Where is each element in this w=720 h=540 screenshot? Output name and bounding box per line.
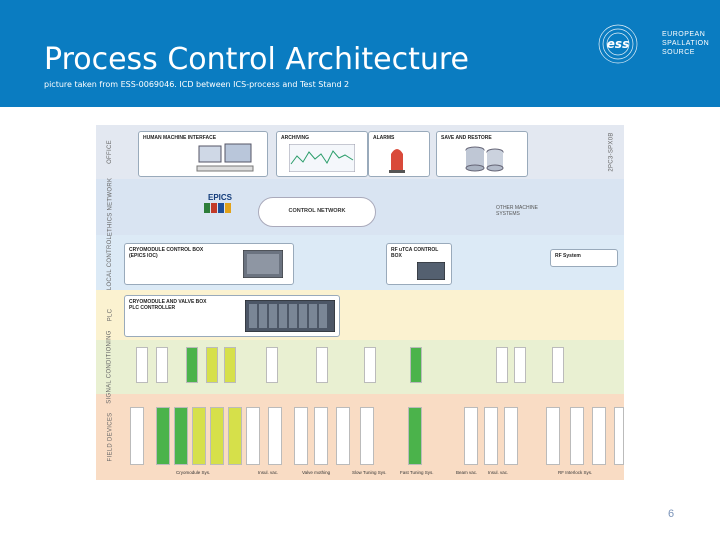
side-label: 2PC3-SPX0B xyxy=(609,132,616,172)
alarms-box: ALARMS xyxy=(368,131,430,177)
epics-label: EPICS xyxy=(208,193,233,202)
signal-module xyxy=(266,347,278,383)
field-device xyxy=(268,407,282,465)
band-signal xyxy=(96,340,624,394)
footer-group-label: Fast Tuning Sys. xyxy=(400,470,434,475)
field-device xyxy=(570,407,584,465)
rf-utca-control-box: RF uTCA CONTROL BOX xyxy=(386,243,452,285)
slide-header: Process Control Architecture picture tak… xyxy=(0,0,720,107)
field-device xyxy=(210,407,224,465)
field-device xyxy=(156,407,170,465)
rf-system-box: RF System xyxy=(550,249,618,267)
signal-module xyxy=(156,347,168,383)
field-device xyxy=(360,407,374,465)
band-label: FIELD DEVICES xyxy=(107,412,114,462)
plc-rack-icon xyxy=(245,300,335,332)
other-systems-label: OTHER MACHINE SYSTEMS xyxy=(496,205,538,217)
band-label: OFFICE xyxy=(107,140,113,164)
trend-chart-icon xyxy=(289,144,355,172)
hmi-box: HUMAN MACHINE INTERFACE xyxy=(138,131,268,177)
footer-group-label: Insul. vac. xyxy=(488,470,509,475)
page-number: 6 xyxy=(668,508,675,520)
signal-module xyxy=(514,347,526,383)
field-device xyxy=(614,407,624,465)
footer-group-label: Beam vac. xyxy=(456,470,478,475)
band-label: SIGNAL CONDITIONING xyxy=(107,330,114,404)
slide-subtitle: picture taken from ESS-0069046. ICD betw… xyxy=(44,80,350,89)
workstation-icon xyxy=(196,143,254,172)
ioc-crate-icon xyxy=(243,250,283,278)
network-label: CONTROL NETWORK xyxy=(288,208,346,214)
field-device xyxy=(546,407,560,465)
logo-line: EUROPEAN xyxy=(662,31,706,38)
utca-crate-icon xyxy=(417,262,445,280)
footer-group-label: Valve mothing xyxy=(302,470,331,475)
field-device xyxy=(408,407,422,465)
footer-group-label: Slow Tuning Sys. xyxy=(352,470,387,475)
signal-module xyxy=(224,347,236,383)
field-device xyxy=(484,407,498,465)
field-device xyxy=(130,407,144,465)
field-device xyxy=(504,407,518,465)
architecture-diagram: OFFICE ETHICS NETWORK LOCAL CONTROL PLC … xyxy=(96,125,624,480)
footer-group-label: Cryomodule Sys. xyxy=(176,470,211,475)
ess-logo-mark: ess xyxy=(607,37,629,51)
signal-module xyxy=(316,347,328,383)
save-restore-box: SAVE AND RESTORE xyxy=(436,131,528,177)
archiving-box: ARCHIVING xyxy=(276,131,368,177)
footer-group-label: RF Interlock Sys. xyxy=(558,470,593,475)
signal-module xyxy=(364,347,376,383)
field-device xyxy=(192,407,206,465)
ess-logo: ess xyxy=(598,24,638,64)
slide-title: Process Control Architecture xyxy=(44,42,469,77)
band-label: LOCAL CONTROL xyxy=(107,235,114,290)
signal-module xyxy=(410,347,422,383)
signal-module xyxy=(186,347,198,383)
signal-module xyxy=(206,347,218,383)
logo-text: EUROPEAN SPALLATION SOURCE xyxy=(662,30,709,57)
field-device xyxy=(174,407,188,465)
field-device xyxy=(228,407,242,465)
field-device xyxy=(464,407,478,465)
field-device xyxy=(246,407,260,465)
field-device xyxy=(314,407,328,465)
alarm-beacon-icon xyxy=(389,149,405,173)
band-label: ETHICS NETWORK xyxy=(107,177,114,237)
signal-module xyxy=(136,347,148,383)
footer-group-label: Insul. vac. xyxy=(258,470,279,475)
epics-logo-icon xyxy=(204,203,231,213)
logo-line: SPALLATION xyxy=(662,40,710,47)
field-device xyxy=(294,407,308,465)
database-icon xyxy=(465,146,504,172)
signal-module xyxy=(496,347,508,383)
control-network-cloud: CONTROL NETWORK xyxy=(258,197,376,227)
signal-module xyxy=(552,347,564,383)
logo-line: SOURCE xyxy=(662,49,695,56)
plc-controller-box: CRYOMODULE AND VALVE BOX PLC CONTROLLER xyxy=(124,295,340,337)
field-device xyxy=(336,407,350,465)
field-device xyxy=(592,407,606,465)
cryomodule-control-box: CRYOMODULE CONTROL BOX (EPICS IOC) xyxy=(124,243,294,285)
